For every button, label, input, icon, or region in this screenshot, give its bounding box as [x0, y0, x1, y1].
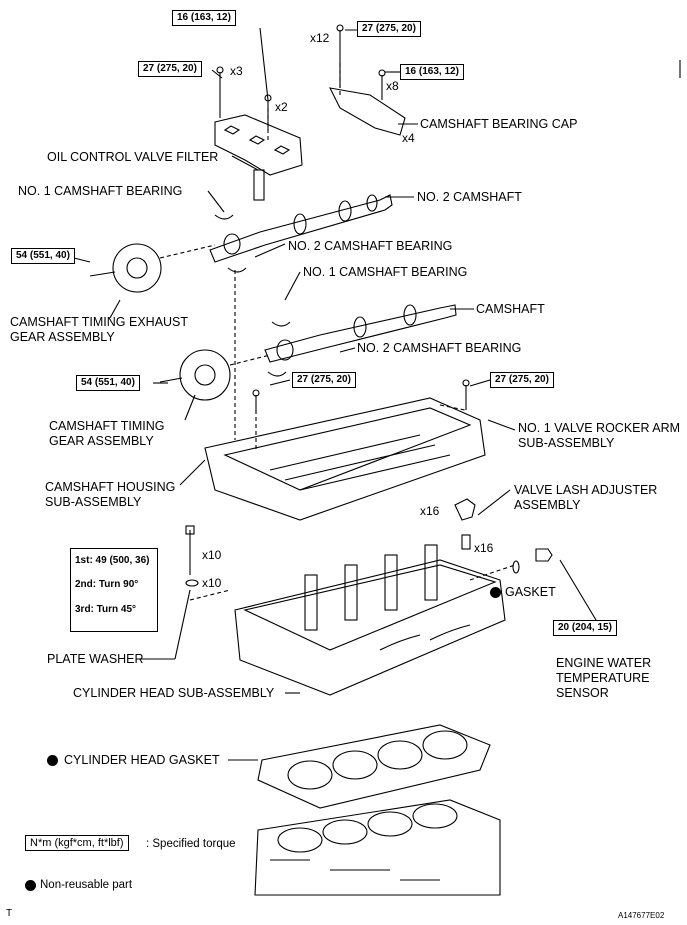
legend-nonreusable-dot [25, 880, 36, 891]
label-gasket: GASKET [505, 585, 556, 599]
label-no2-camshaft: NO. 2 CAMSHAFT [417, 190, 522, 204]
torque-spec-bearing-cap-bolt-2: 27 (275, 20) [138, 61, 202, 77]
label-camshaft: CAMSHAFT [476, 302, 545, 316]
nonreusable-marker [490, 587, 501, 598]
qty-label: x8 [386, 79, 399, 93]
torque-spec-bearing-cap-bolt-1: 16 (163, 12) [172, 10, 236, 26]
legend-torque-text: : Specified torque [146, 838, 236, 850]
label-camshaft-housing: CAMSHAFT HOUSING SUB-ASSEMBLY [45, 480, 176, 509]
torque-spec-timing-gear-bolt: 54 (551, 40) [76, 375, 140, 391]
label-cylinder-head: CYLINDER HEAD SUB-ASSEMBLY [73, 686, 275, 700]
label-no2-camshaft-bearing: NO. 2 CAMSHAFT BEARING [357, 341, 522, 355]
qty-label: x2 [275, 100, 288, 114]
qty-label: x3 [230, 64, 243, 78]
torque-spec-exhaust-gear-bolt: 54 (551, 40) [11, 248, 75, 264]
torque-spec-water-temp-sensor: 20 (204, 15) [553, 620, 617, 636]
figure-id: A147677E02 [618, 911, 665, 920]
legend-torque-unit: N*m (kgf*cm, ft*lbf) [25, 835, 129, 851]
label-camshaft-timing-gear: CAMSHAFT TIMING GEAR ASSEMBLY [49, 419, 165, 448]
torque-spec-bearing-cap-bolt-3: 27 (275, 20) [357, 21, 421, 37]
legend-nonreusable-text: Non-reusable part [40, 879, 133, 891]
label-engine-water-temperature-sensor: ENGINE WATER TEMPERATURE SENSOR [556, 656, 652, 700]
label-oil-control-valve-filter: OIL CONTROL VALVE FILTER [47, 150, 219, 164]
sequence-step-3: 3rd: Turn 45° [75, 604, 137, 615]
footer-left-mark: T [6, 908, 13, 919]
label-camshaft-timing-exhaust-gear: CAMSHAFT TIMING EXHAUST GEAR ASSEMBLY [10, 315, 188, 344]
qty-label: x10 [202, 548, 222, 562]
qty-label: x10 [202, 576, 222, 590]
label-no1-camshaft-bearing: NO. 1 CAMSHAFT BEARING [303, 265, 468, 279]
head-bolt-torque-sequence: 1st: 49 (500, 36) 2nd: Turn 90° 3rd: Tur… [70, 548, 158, 632]
label-no2-camshaft-bearing: NO. 2 CAMSHAFT BEARING [288, 239, 453, 253]
label-cylinder-head-gasket: CYLINDER HEAD GASKET [64, 753, 220, 767]
label-no1-camshaft-bearing: NO. 1 CAMSHAFT BEARING [18, 184, 183, 198]
qty-label: x4 [402, 131, 415, 145]
qty-label: x12 [310, 31, 330, 45]
sequence-step-1: 1st: 49 (500, 36) [75, 555, 150, 566]
torque-spec-housing-bolt-2: 27 (275, 20) [490, 372, 554, 388]
qty-label: x16 [474, 541, 494, 555]
label-valve-lash-adjuster: VALVE LASH ADJUSTER ASSEMBLY [514, 483, 658, 512]
label-plate-washer: PLATE WASHER [47, 652, 144, 666]
torque-spec-bearing-cap-bolt-4: 16 (163, 12) [400, 64, 464, 80]
sequence-step-2: 2nd: Turn 90° [75, 579, 139, 590]
qty-label: x16 [420, 504, 440, 518]
nonreusable-marker [47, 755, 58, 766]
label-camshaft-bearing-cap: CAMSHAFT BEARING CAP [420, 117, 578, 131]
torque-spec-housing-bolt-1: 27 (275, 20) [292, 372, 356, 388]
label-no1-valve-rocker-arm: NO. 1 VALVE ROCKER ARM SUB-ASSEMBLY [518, 421, 681, 450]
